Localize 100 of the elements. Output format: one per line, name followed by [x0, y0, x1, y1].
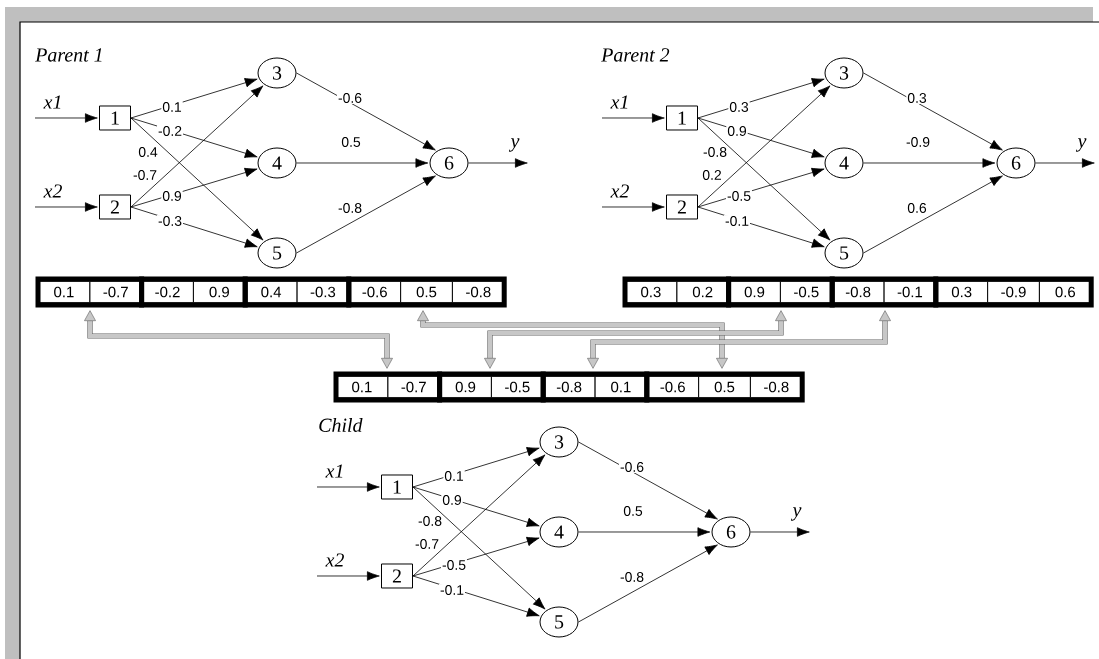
weight-label: 0.2: [701, 169, 723, 181]
crossover-arrow: [484, 310, 787, 369]
weight-cell: -0.7: [387, 376, 440, 398]
weight-cell: -0.5: [491, 376, 544, 398]
gene-group: [346, 276, 507, 308]
weight-arrow: [130, 117, 264, 241]
weight-label: -0.5: [441, 559, 468, 571]
weight-label: 0.9: [161, 190, 183, 202]
weight-label: -0.9: [905, 136, 931, 148]
weight-arrow: [296, 158, 429, 168]
title: Child: [319, 418, 363, 432]
weight-cell: -0.6: [348, 281, 401, 303]
weight-cell: -0.8: [831, 281, 885, 303]
output-label: y: [1075, 138, 1087, 152]
weight-label: 0.5: [340, 136, 362, 148]
weight-cell: 0.9: [728, 281, 781, 303]
weight-cell: -0.2: [141, 281, 194, 303]
input-box: 2: [99, 194, 131, 220]
weight-cell: -0.1: [883, 281, 937, 303]
weight-label: -0.8: [702, 146, 728, 158]
input-box: 1: [381, 474, 413, 500]
weight-arrow: [130, 78, 258, 119]
weight-label: 0.5: [622, 505, 644, 517]
crossover-arrow: [417, 310, 728, 369]
weight-arrow: [296, 72, 436, 151]
input-label: x1: [325, 464, 343, 478]
weight-cell: -0.8: [542, 376, 596, 398]
weight-cell: 0.2: [676, 281, 729, 303]
input-box: 1: [666, 105, 698, 131]
weight-cell: 0.1: [335, 376, 389, 398]
weight-arrow: [697, 85, 831, 208]
weight-cell: -0.9: [987, 281, 1040, 303]
weight-arrow: [412, 447, 540, 488]
weight-cell: -0.7: [89, 281, 142, 303]
weight-label: -0.7: [132, 169, 158, 181]
weight-label: -0.2: [157, 125, 183, 137]
weight-cell: 0.5: [400, 281, 453, 303]
weight-label: 0.6: [906, 202, 928, 214]
gene-group: [644, 371, 805, 403]
weight-arrow: [578, 544, 718, 623]
weight-cell: 0.5: [698, 376, 751, 398]
title: Parent 2: [601, 48, 670, 62]
input-arrow: [601, 202, 665, 212]
output-arrow: [468, 158, 528, 168]
weight-arrow: [697, 167, 825, 208]
crossover-arrow: [587, 310, 891, 369]
weight-label: 0.4: [137, 146, 159, 158]
input-label: x1: [43, 95, 61, 109]
weight-arrow: [412, 536, 540, 577]
weight-cell: 0.1: [37, 281, 91, 303]
weight-label: 0.1: [161, 101, 183, 113]
input-label: x2: [610, 184, 629, 198]
weight-arrow: [697, 117, 831, 241]
weight-arrow: [412, 454, 546, 577]
input-label: x2: [325, 553, 344, 567]
weight-cell: 0.9: [439, 376, 492, 398]
weight-cell: 0.3: [935, 281, 988, 303]
weight-arrow: [130, 167, 258, 208]
weight-arrow: [697, 206, 825, 248]
weight-arrow: [863, 175, 1003, 254]
weight-arrow: [863, 158, 996, 168]
input-arrow: [316, 571, 380, 581]
weight-cell: -0.8: [452, 281, 505, 303]
weight-label: -0.8: [619, 571, 645, 583]
gene-group: [933, 276, 1094, 308]
input-arrow: [601, 113, 665, 123]
crossover-arrow: [84, 310, 393, 369]
weight-label: -0.1: [724, 215, 750, 227]
weight-arrow: [130, 117, 258, 158]
output-arrow: [1035, 158, 1095, 168]
output-label: y: [790, 507, 802, 521]
weight-label: -0.8: [417, 515, 444, 527]
weight-label: -0.1: [439, 584, 466, 596]
weight-label: -0.3: [157, 215, 183, 227]
weight-label: 0.1: [443, 470, 465, 482]
weight-label: -0.7: [414, 538, 441, 550]
input-box: 1: [99, 105, 131, 131]
input-label: x2: [43, 184, 62, 198]
title: Parent 1: [35, 48, 102, 62]
weight-cell: 0.1: [594, 376, 648, 398]
input-label: x1: [610, 95, 628, 109]
input-box: 2: [666, 194, 698, 220]
weight-label: 0.3: [728, 101, 750, 113]
weight-cell: -0.6: [646, 376, 699, 398]
weight-arrow: [578, 527, 711, 537]
weight-label: -0.8: [337, 202, 363, 214]
weight-arrow: [412, 486, 540, 527]
weight-cell: -0.8: [750, 376, 803, 398]
weight-cell: 0.6: [1039, 281, 1092, 303]
weight-cell: -0.5: [780, 281, 833, 303]
weight-arrow: [412, 486, 546, 610]
input-arrow: [34, 113, 98, 123]
output-arrow: [750, 527, 810, 537]
input-arrow: [34, 202, 98, 212]
weight-arrow: [130, 85, 264, 208]
weight-arrow: [863, 72, 1003, 151]
weight-arrow: [412, 575, 540, 617]
weight-cell: 0.9: [193, 281, 246, 303]
output-label: y: [508, 138, 520, 152]
weight-arrow: [130, 206, 258, 248]
